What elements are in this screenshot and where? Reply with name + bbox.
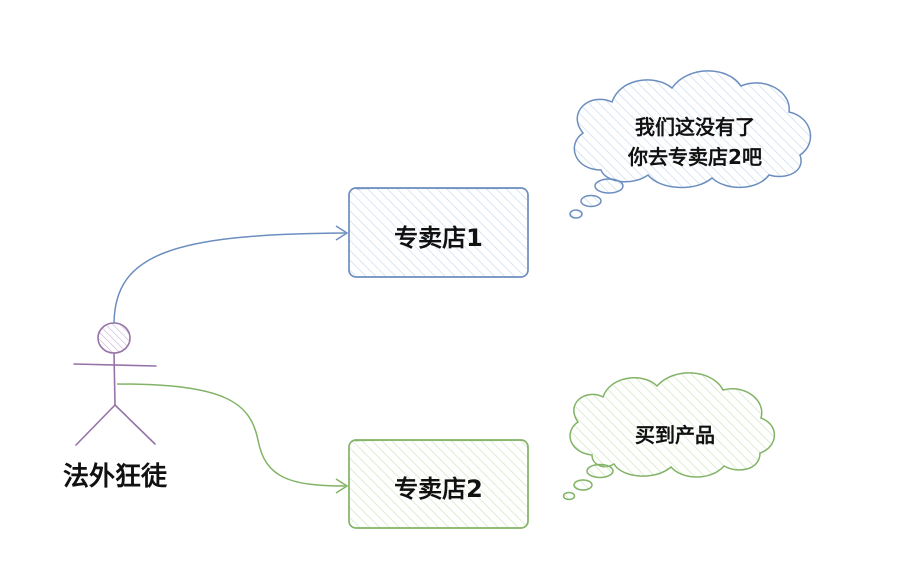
thought-1-line-2: 你去专卖店2吧	[628, 145, 762, 169]
actor-left-leg	[75, 404, 116, 446]
store-box-1-rect	[348, 187, 529, 278]
thought-cloud-1	[569, 70, 812, 219]
thought-1-text: 我们这没有了 你去专卖店2吧	[590, 112, 800, 172]
thought-cloud-2	[562, 372, 776, 501]
store-box-2-rect	[348, 439, 529, 529]
connector-store-1-line	[113, 232, 346, 324]
actor-arms	[73, 363, 157, 367]
actor-figure	[73, 322, 157, 446]
thought-cloud-1-bubble-3	[569, 209, 583, 219]
thought-1-line-1: 我们这没有了	[635, 115, 755, 139]
store-box-2-sketch-line	[354, 439, 525, 442]
actor-head	[97, 322, 131, 354]
thought-cloud-1-bubble-1	[594, 178, 624, 194]
thought-cloud-2-bubble-3	[562, 491, 576, 501]
thought-2-line-1: 买到产品	[635, 423, 715, 447]
thought-cloud-2-body	[569, 372, 776, 478]
actor-body	[113, 352, 116, 406]
arrowhead-store-1	[335, 225, 349, 241]
thought-cloud-2-bubble-2	[573, 479, 593, 491]
store-1-label: 专卖店1	[394, 224, 483, 252]
actor-label: 法外狂徒	[62, 462, 167, 492]
connector-store-2	[116, 383, 349, 494]
thought-cloud-2-bubble-1	[586, 463, 614, 479]
connector-store-2-line	[116, 383, 346, 487]
thought-cloud-1-bubble-2	[580, 194, 602, 208]
connector-store-1	[113, 225, 349, 324]
store-box-2	[348, 439, 529, 529]
store-2-label: 专卖店2	[394, 475, 483, 503]
store-box-1-sketch-line	[355, 187, 524, 190]
thought-2-text: 买到产品	[580, 420, 770, 450]
store-box-1	[348, 187, 529, 278]
thought-cloud-1-body	[573, 70, 812, 189]
arrowhead-store-2	[335, 478, 349, 494]
actor-right-leg	[114, 404, 156, 445]
